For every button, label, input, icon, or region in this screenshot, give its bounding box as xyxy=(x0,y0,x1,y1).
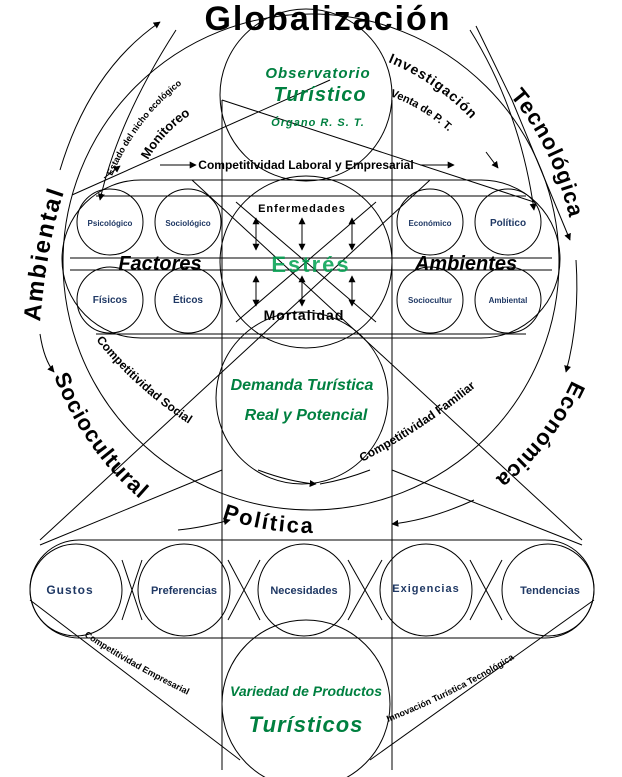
ambiente-circle-politico xyxy=(474,188,542,256)
factor-label-psicologico: Psicológico xyxy=(88,219,133,228)
factor-circle-fisicos xyxy=(76,266,144,334)
bottom-triangle-right xyxy=(369,599,595,761)
bottom-triangle-left xyxy=(29,599,241,761)
factor-label-fisicos: Físicos xyxy=(93,295,128,306)
comp-familiar-arc-text: Competitividad Familiar xyxy=(357,378,478,464)
variedad-line1: Variedad de Productos xyxy=(230,683,382,699)
investigacion-arc-text: Investigación xyxy=(387,50,481,122)
cross-line-6 xyxy=(71,79,331,196)
bottom-circle-exigencias xyxy=(379,543,473,637)
cross-line-1 xyxy=(39,179,431,541)
ambiente-circle-ambiental xyxy=(474,266,542,334)
bottom-label-exigencias: Exigencias xyxy=(392,583,459,595)
ring-politica-textpath: Política xyxy=(221,499,313,538)
bottom-x-4b xyxy=(469,559,503,621)
bottom-circle-tendencias xyxy=(501,543,595,637)
cross-line-5 xyxy=(221,99,535,203)
comp-empresarial-textpath: Competitividad Empresarial xyxy=(83,629,191,696)
variedad-line2: Turísticos xyxy=(249,712,364,737)
innovacion-label: Innovación Turística Tecnológica xyxy=(385,651,516,723)
factor-circle-psicologico xyxy=(76,188,144,256)
innovacion-textpath: Innovación Turística Tecnológica xyxy=(385,651,516,723)
ambientes-label: Ambientes xyxy=(414,253,517,275)
demanda-circle xyxy=(215,311,389,485)
ring-tecnologica-textpath: Tecnológica xyxy=(506,83,588,220)
comp-familiar-arc-textpath: Competitividad Familiar xyxy=(357,378,478,464)
comp-laboral-label: Competitividad Laboral y Empresarial xyxy=(198,158,413,172)
center-circle xyxy=(219,175,393,349)
arrow-title-left-inner xyxy=(97,29,177,201)
factor-label-eticos: Éticos xyxy=(173,293,203,306)
arrow-social-to-demanda xyxy=(257,469,317,488)
arrow-monitoreo xyxy=(103,165,121,179)
arrow-title-right-inner xyxy=(469,29,537,211)
bottom-circle-gustos xyxy=(29,543,123,637)
ambiente-label-ambiental: Ambiental xyxy=(489,296,528,305)
comp-social-arc-text: Competitividad Social xyxy=(94,333,195,426)
center-bottom-label: Mortalidad xyxy=(264,307,345,323)
comp-social-arc-textpath: Competitividad Social xyxy=(94,333,195,426)
arrow-title-left xyxy=(59,21,161,171)
factor-label-sociologico: Sociológico xyxy=(165,219,210,228)
outer-ring-circle xyxy=(62,13,560,511)
arrow-right-to-economica xyxy=(564,259,578,373)
center-middle-label: Estrés xyxy=(271,252,350,277)
arrow-venta xyxy=(485,151,499,169)
investigacion-arc-textpath: Investigación xyxy=(387,50,480,122)
ambiente-circle-economico xyxy=(396,188,464,256)
ambiente-label-economico: Económico xyxy=(408,219,451,228)
middle-capsule xyxy=(61,179,561,339)
bottom-x-1b xyxy=(121,559,143,621)
ring-politica: Política xyxy=(221,499,315,538)
observatorio-line1: Observatorio xyxy=(265,65,370,82)
factores-label: Factores xyxy=(118,253,201,275)
factor-circle-sociologico xyxy=(154,188,222,256)
arrow-title-right xyxy=(475,25,571,241)
bottom-x-3b xyxy=(347,559,383,621)
ring-economica-textpath: Económica xyxy=(492,378,589,494)
bottom-circle-preferencias xyxy=(137,543,231,637)
bottom-label-necesidades: Necesidades xyxy=(270,585,337,597)
diagram-title: Globalización xyxy=(204,0,451,38)
ring-tecnologica: Tecnológica xyxy=(506,83,589,220)
ambiente-label-politico: Político xyxy=(490,218,526,229)
center-top-label: Enfermedades xyxy=(258,203,346,215)
ambiente-label-sociocultur: Sociocultur xyxy=(408,296,452,305)
bottom-x-2b xyxy=(227,559,261,621)
cross-line-3 xyxy=(39,469,223,546)
bottom-circle-necesidades xyxy=(257,543,351,637)
bottom-label-preferencias: Preferencias xyxy=(151,585,217,597)
comp-empresarial-label: Competitividad Empresarial xyxy=(83,629,191,696)
variedad-circle xyxy=(221,619,391,777)
ring-economica: Económica xyxy=(492,378,590,494)
bottom-label-tendencias: Tendencias xyxy=(520,585,580,597)
observatorio-line3: Órgano R. S. T. xyxy=(271,116,365,129)
cross-line-4 xyxy=(391,469,583,546)
observatorio-line2: Turístico xyxy=(273,84,366,106)
factor-circle-eticos xyxy=(154,266,222,334)
observatorio-circle xyxy=(219,8,393,182)
arrow-left-down xyxy=(39,333,55,373)
ambiente-circle-sociocultur xyxy=(396,266,464,334)
demanda-line2: Real y Potencial xyxy=(245,407,368,424)
arrow-econ-to-politica xyxy=(391,499,475,527)
arrow-familiar-to-demanda xyxy=(319,469,371,485)
demanda-line1: Demanda Turística xyxy=(231,377,374,394)
arrow-socio-to-politica xyxy=(177,518,231,531)
bottom-label-gustos: Gustos xyxy=(46,583,93,597)
